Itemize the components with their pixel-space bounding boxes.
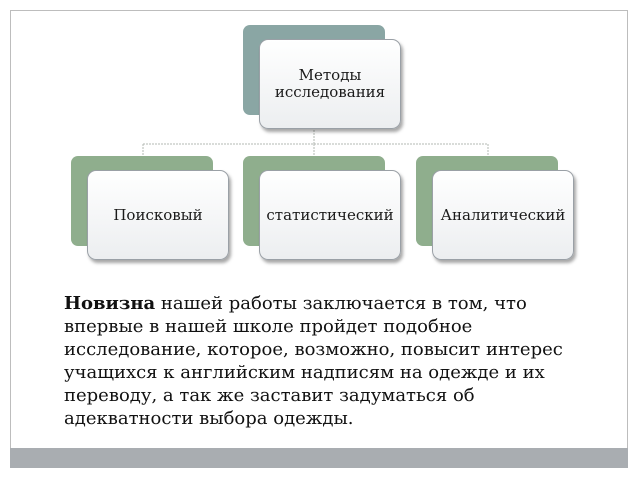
novelty-paragraph: Новизна нашей работы заключается в том, … bbox=[64, 292, 584, 430]
root-node: Методы исследования bbox=[259, 39, 401, 129]
novelty-text: нашей работы заключается в том, что впер… bbox=[64, 293, 563, 429]
child-node-label-1: Поисковый bbox=[113, 205, 203, 224]
root-node-label: Методы исследования bbox=[274, 66, 386, 101]
child-node-label-2: статистический bbox=[266, 205, 394, 224]
novelty-keyword: Новизна bbox=[64, 293, 156, 314]
child-node-2: статистический bbox=[259, 170, 401, 260]
child-node-3: Аналитический bbox=[432, 170, 574, 260]
bottom-bar bbox=[10, 448, 628, 468]
child-node-1: Поисковый bbox=[87, 170, 229, 260]
child-node-label-3: Аналитический bbox=[440, 205, 566, 224]
